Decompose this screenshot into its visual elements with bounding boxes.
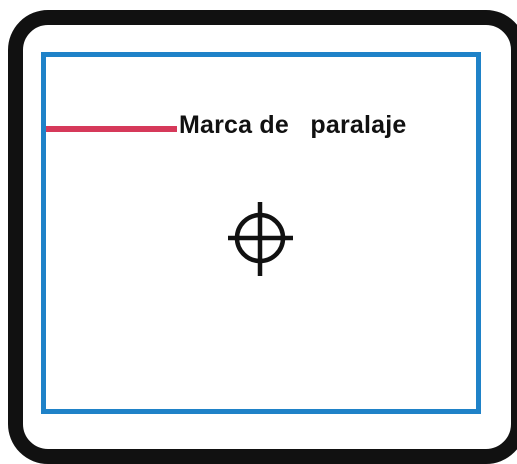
crosshair-icon [228, 202, 293, 276]
pointer-line [46, 126, 177, 132]
parallax-mark-label: Marca de paralaje [179, 111, 407, 139]
